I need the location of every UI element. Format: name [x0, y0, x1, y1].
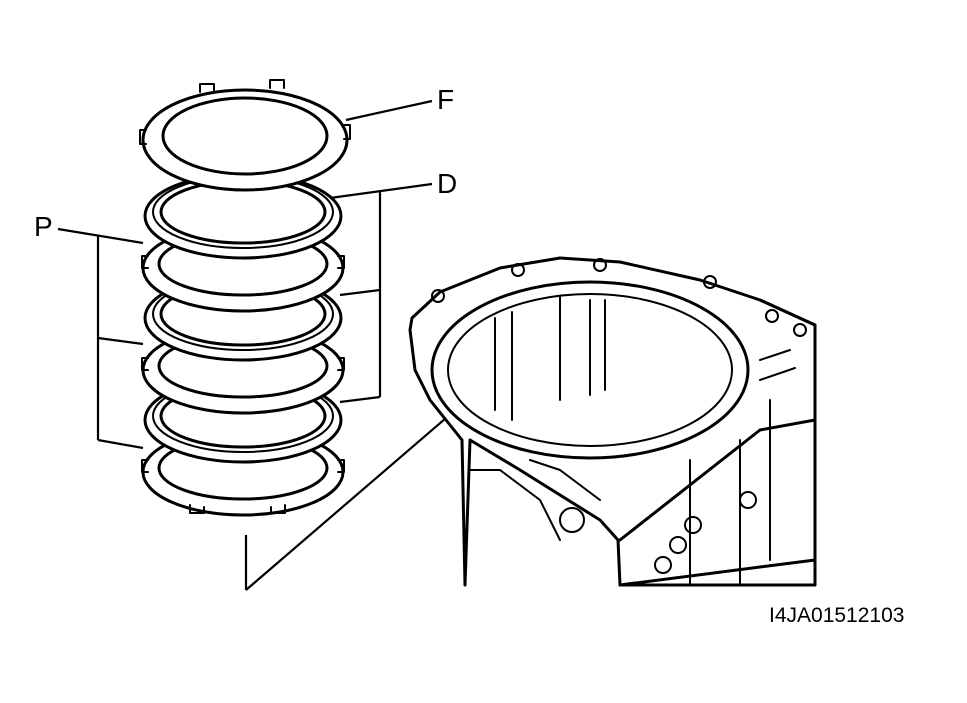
callout-p: P — [34, 211, 53, 242]
clutch-pack-stack — [139, 79, 351, 517]
flange-ring-top — [139, 79, 351, 192]
callout-f: F — [437, 84, 455, 115]
callout-d: D — [437, 168, 458, 199]
reference-code: I4JA01512103 — [769, 604, 905, 627]
transmission-case — [408, 256, 817, 587]
